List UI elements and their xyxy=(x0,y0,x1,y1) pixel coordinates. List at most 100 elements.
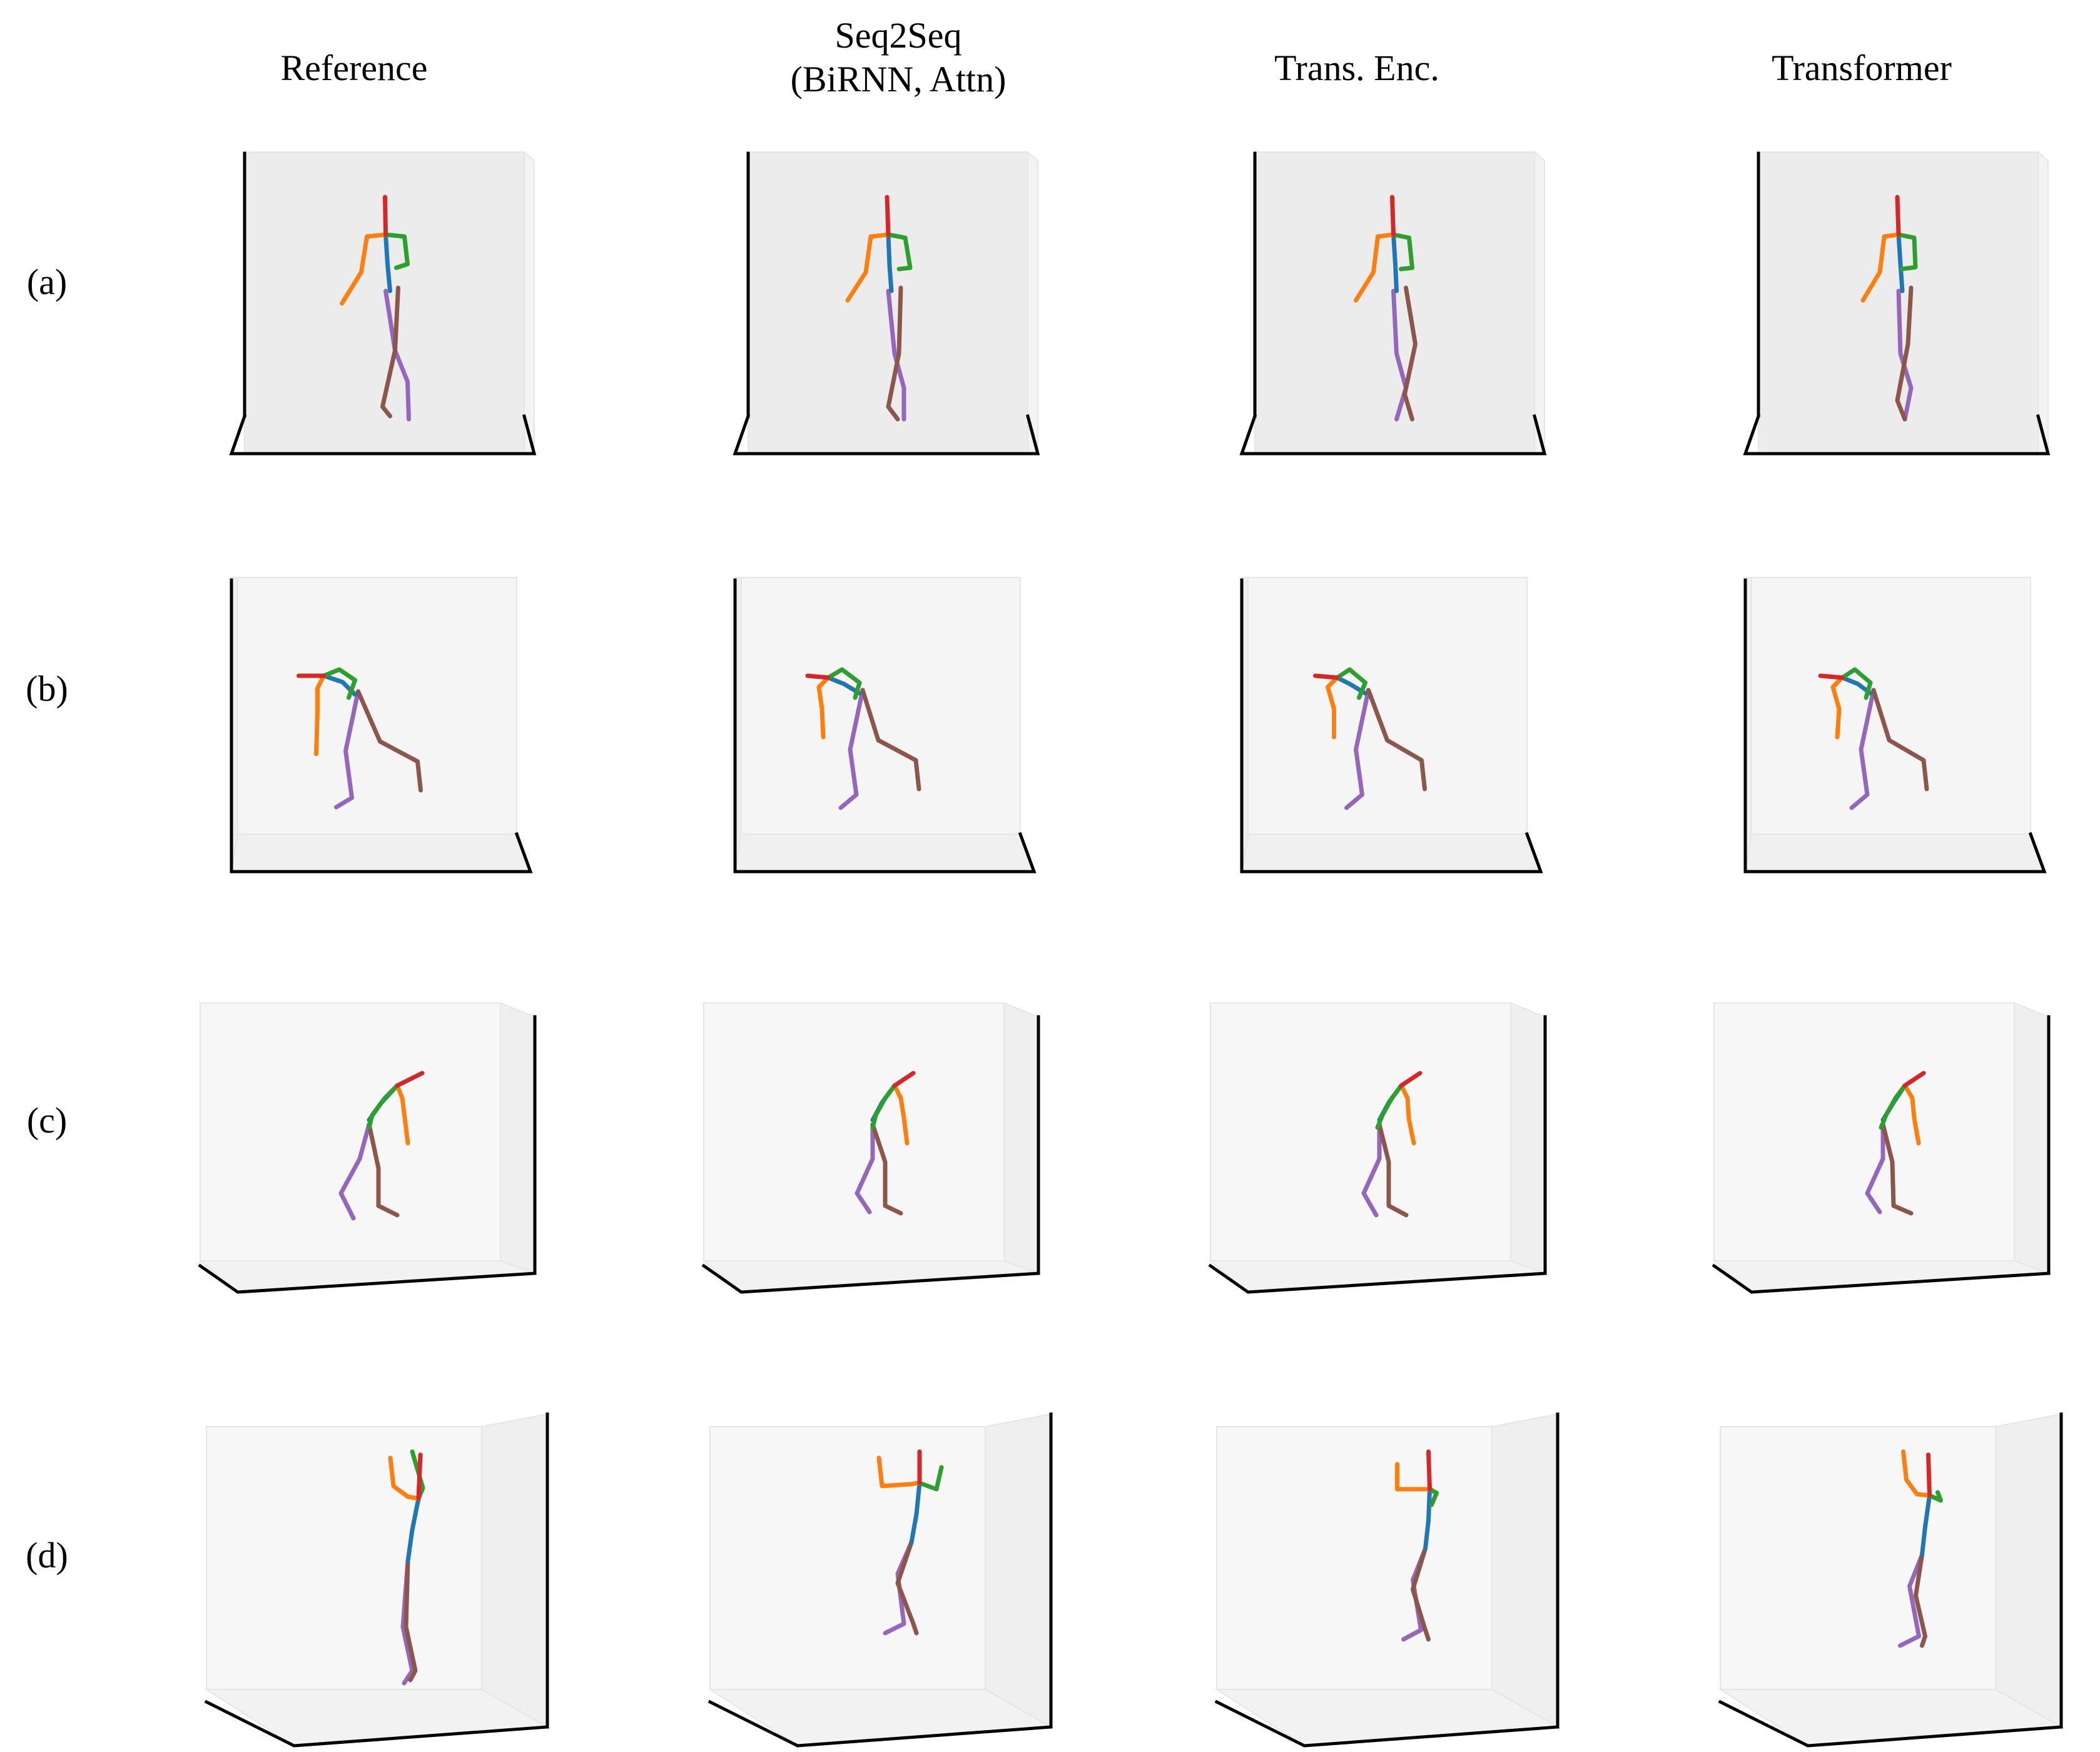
right-arm-line xyxy=(816,675,831,740)
right-leg-line xyxy=(383,288,411,422)
axis-edge xyxy=(701,1263,1040,1294)
left-arm-line xyxy=(1335,667,1367,700)
right-arm-line xyxy=(314,673,326,756)
right-arm-line xyxy=(892,1083,910,1146)
pane-wall xyxy=(1216,1426,1493,1690)
head-line xyxy=(892,1071,916,1088)
head-line xyxy=(383,195,388,237)
left-leg-line xyxy=(403,1559,418,1683)
right-arm-line xyxy=(1902,1083,1921,1146)
left-leg-line xyxy=(1880,1122,1914,1216)
axis-edge xyxy=(198,1263,537,1294)
left-leg-line xyxy=(886,285,903,422)
right-arm-line xyxy=(395,1083,410,1146)
panel-a-transformer xyxy=(1743,150,2051,456)
left-leg-line xyxy=(1871,688,1929,792)
panel-c-transformer xyxy=(1712,1002,2051,1294)
right-arm-line xyxy=(1399,1083,1416,1146)
panel-d-seq2seq xyxy=(708,1412,1053,1748)
pane-wall xyxy=(2014,1002,2049,1275)
pane-wall xyxy=(709,1426,986,1690)
skeleton xyxy=(855,1071,916,1216)
skeleton xyxy=(1395,1449,1439,1642)
left-arm-line xyxy=(1391,232,1414,272)
right-leg-line xyxy=(1865,1122,1885,1215)
row-label-c: (c) xyxy=(27,1100,67,1141)
spine-line xyxy=(1896,232,1905,293)
column-title-trans-enc: Trans. Enc. xyxy=(1274,48,1439,88)
right-arm-line xyxy=(1830,675,1845,740)
left-leg-line xyxy=(860,688,921,792)
skeleton xyxy=(805,667,921,810)
head-line xyxy=(395,1071,425,1088)
axis-edge xyxy=(204,1699,549,1748)
right-arm-line xyxy=(1326,675,1339,740)
pane-wall xyxy=(2037,150,2049,454)
pane-wall xyxy=(1003,1002,1039,1275)
pane-wall xyxy=(1510,1002,1546,1275)
head-line xyxy=(1902,1071,1926,1088)
pane-wall xyxy=(200,1002,501,1261)
pane-wall xyxy=(1491,1413,1558,1728)
axis-edge xyxy=(1743,832,2047,873)
panel-d-transformer xyxy=(1718,1412,2064,1748)
left-leg-line xyxy=(895,1540,919,1636)
skeleton xyxy=(1898,1449,1943,1648)
row-label-a: (a) xyxy=(27,262,67,302)
axis-edge xyxy=(733,414,1040,456)
pane-wall xyxy=(1534,150,1545,454)
pane-wall xyxy=(237,577,517,835)
pose-panels xyxy=(198,150,2064,1748)
head-line xyxy=(1399,1071,1423,1088)
spine-line xyxy=(826,675,862,696)
axis-edge xyxy=(230,832,533,873)
pane-wall xyxy=(206,1426,482,1690)
axis-edge xyxy=(1240,832,1543,873)
spine-line xyxy=(1920,1493,1932,1557)
left-arm-line xyxy=(826,667,862,700)
right-leg-line xyxy=(855,1122,875,1215)
panel-d-reference xyxy=(204,1412,550,1748)
pane-wall xyxy=(204,1689,550,1747)
panel-b-seq2seq xyxy=(733,577,1037,873)
head-line xyxy=(1926,1452,1932,1498)
head-line xyxy=(1895,195,1901,237)
spine-line xyxy=(1391,232,1399,293)
pane-wall xyxy=(524,150,535,454)
skeleton xyxy=(1354,195,1418,422)
left-leg-line xyxy=(367,1122,400,1218)
pane-wall xyxy=(1713,1002,2015,1261)
right-arm-line xyxy=(1901,1449,1932,1498)
left-arm-line xyxy=(1375,1083,1404,1130)
left-leg-line xyxy=(1895,285,1914,422)
row-label-d: (d) xyxy=(26,1535,68,1576)
axis-edge xyxy=(229,414,537,456)
head-line xyxy=(416,1452,423,1501)
right-leg-line xyxy=(338,1122,372,1221)
left-arm-line xyxy=(870,1083,897,1130)
head-line xyxy=(1818,673,1845,680)
row-labels: (a) (b) (c) (d) xyxy=(26,262,68,1576)
axis-edge xyxy=(708,1699,1053,1748)
skeleton xyxy=(1818,667,1929,810)
skeleton xyxy=(297,667,423,810)
right-leg-line xyxy=(1361,1122,1382,1218)
left-arm-line xyxy=(1927,1490,1943,1503)
pane-wall xyxy=(1995,1413,2062,1728)
axis-edge xyxy=(1712,1263,2051,1294)
pane-wall xyxy=(481,1413,548,1728)
pane-wall xyxy=(1240,833,1542,872)
right-arm-line xyxy=(1860,232,1901,303)
pane-wall xyxy=(1027,150,1038,454)
panel-b-transformer xyxy=(1743,577,2047,873)
skeleton xyxy=(338,1071,425,1221)
pane-wall xyxy=(1751,577,2031,835)
pane-wall xyxy=(1744,833,2046,872)
panel-a-trans-enc xyxy=(1239,150,1547,456)
left-leg-line xyxy=(1366,688,1427,792)
pane-wall xyxy=(708,1689,1053,1747)
right-leg-line xyxy=(1896,288,1914,422)
panel-c-reference xyxy=(198,1002,537,1294)
skeleton xyxy=(845,195,913,422)
